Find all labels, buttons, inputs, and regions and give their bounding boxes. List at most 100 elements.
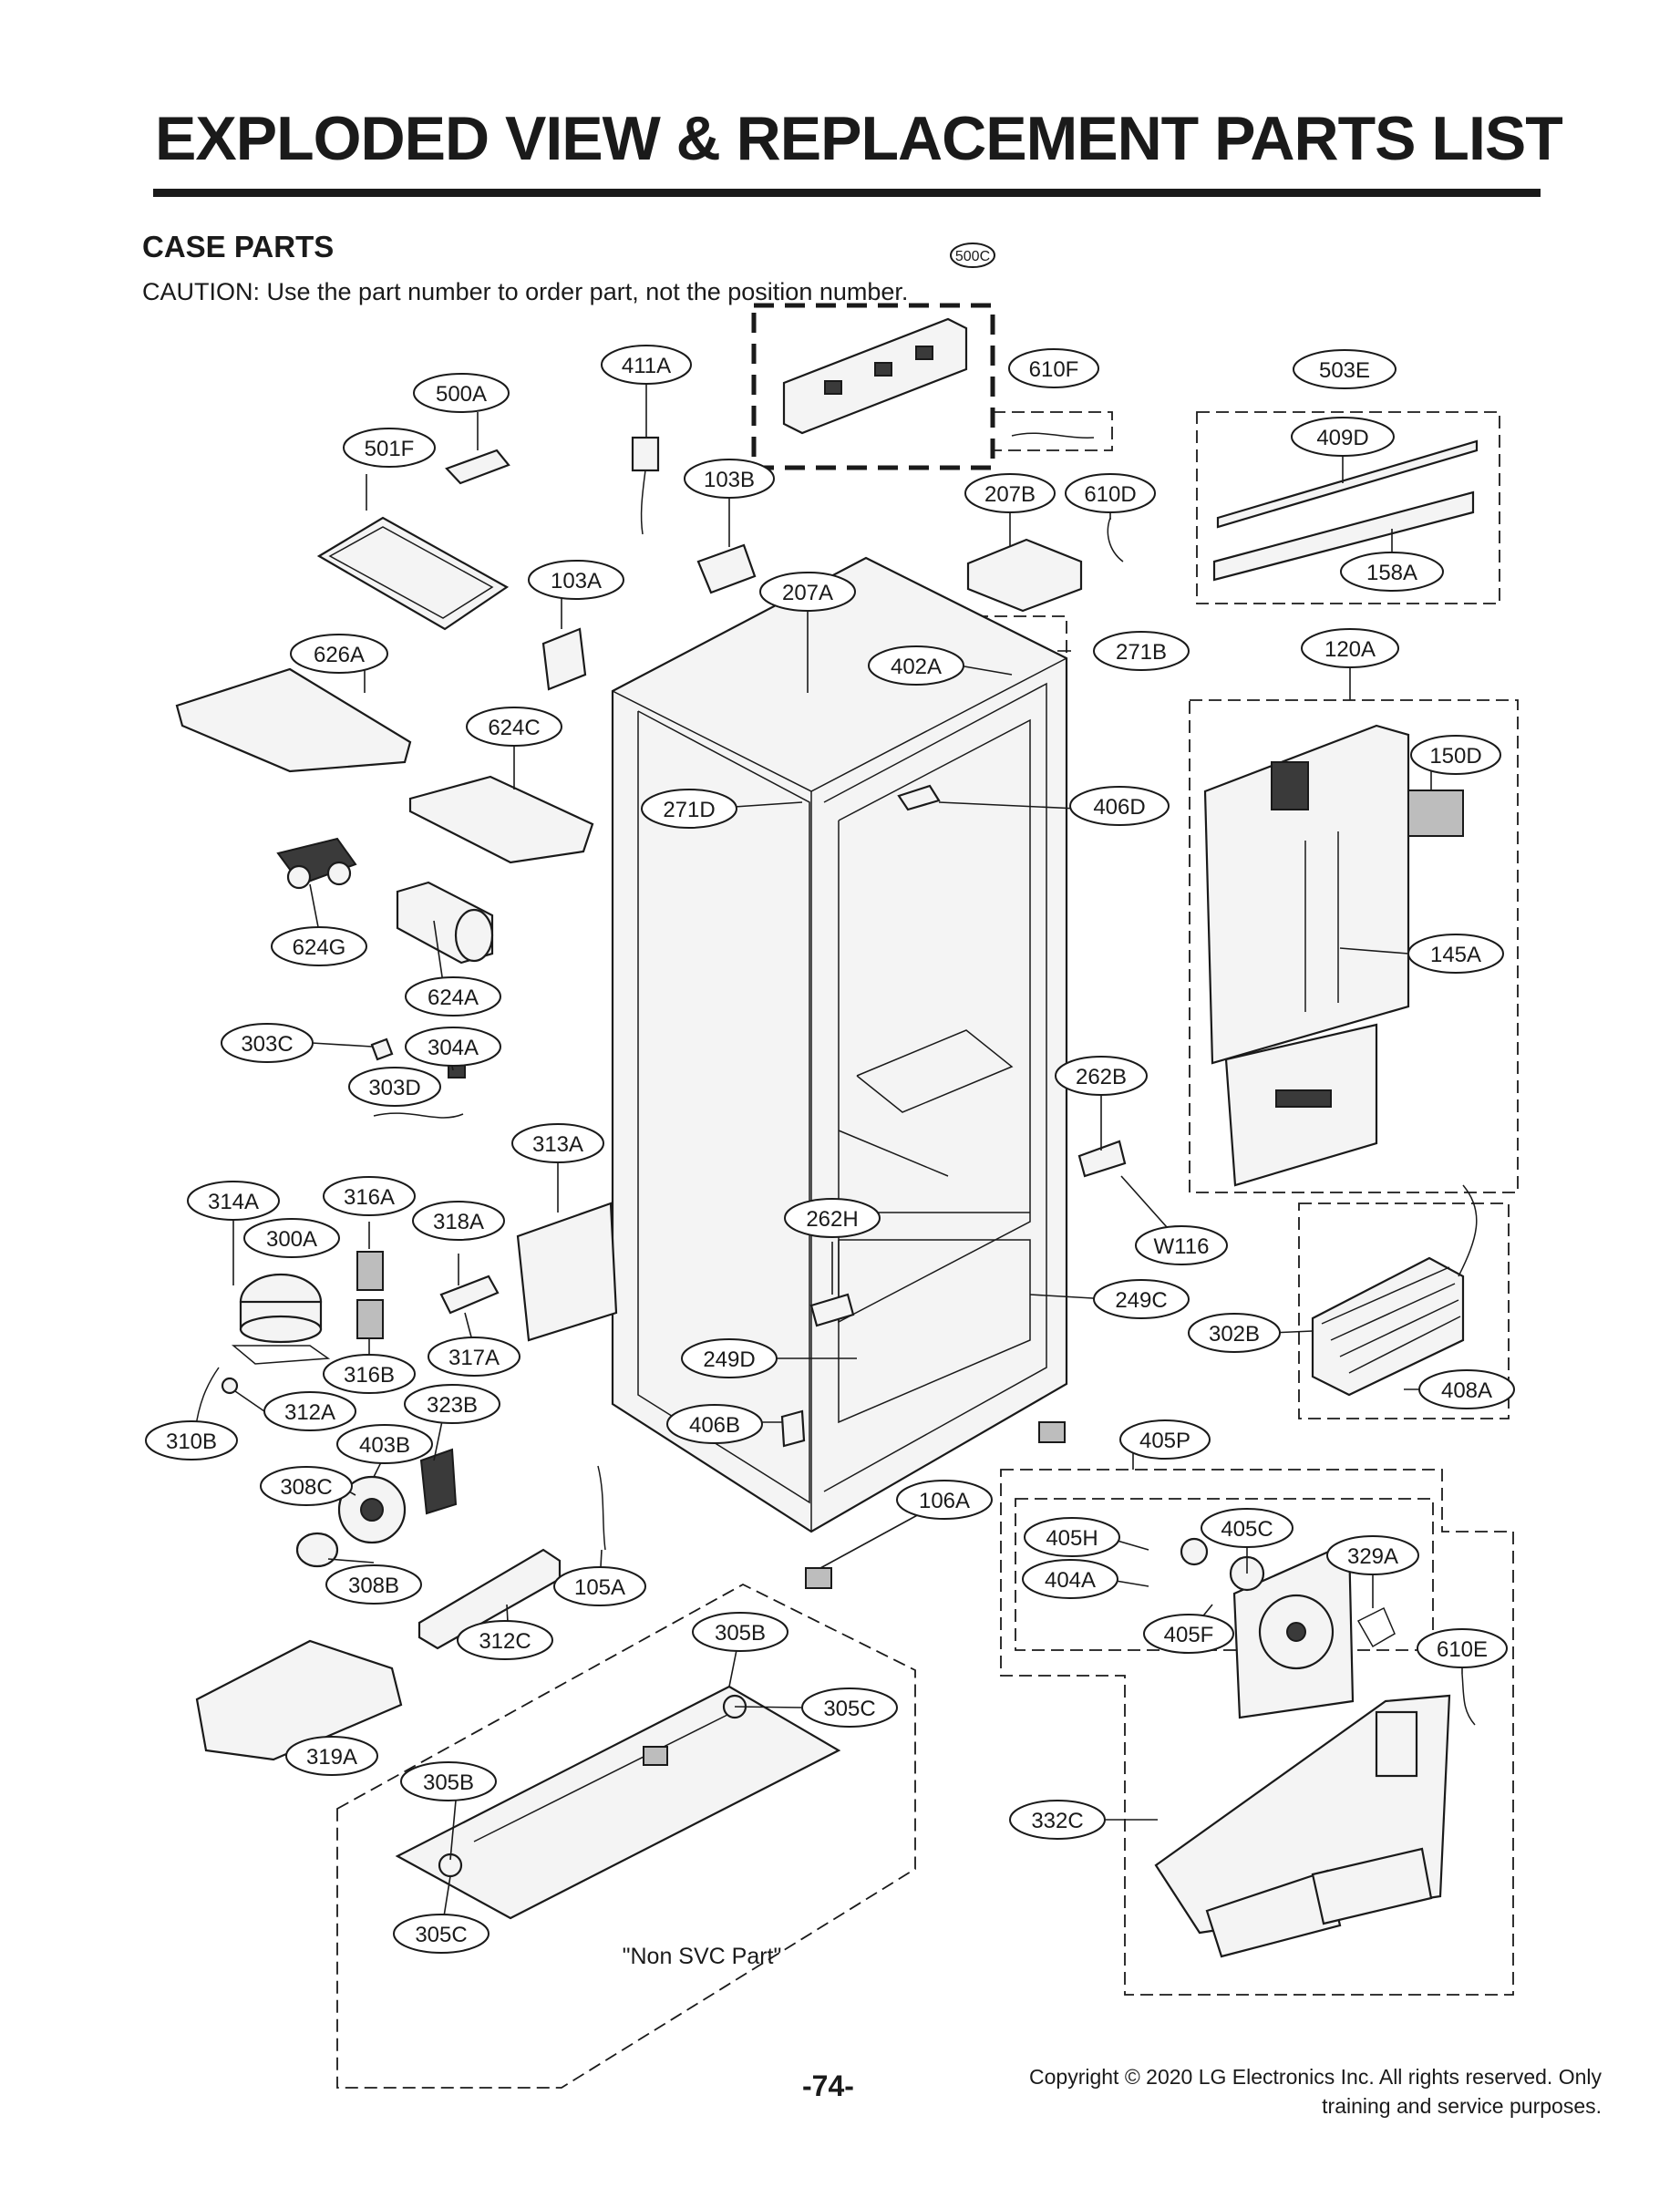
svg-text:312A: 312A xyxy=(284,1400,335,1425)
ice-maker-626a xyxy=(175,667,412,773)
svg-text:624A: 624A xyxy=(428,986,479,1010)
svg-text:158A: 158A xyxy=(1366,561,1417,585)
section-title: CASE PARTS xyxy=(142,230,335,263)
svg-text:302B: 302B xyxy=(1209,1322,1260,1347)
callout-312a: 312A xyxy=(263,1391,356,1431)
callout-145a: 145A xyxy=(1407,934,1504,974)
callout-207b: 207B xyxy=(964,473,1056,513)
grommet-312a xyxy=(221,1377,239,1395)
valve-318a xyxy=(439,1275,500,1315)
fan-assembly xyxy=(1180,1537,1396,1719)
motor-624g xyxy=(276,837,357,890)
compressor-300a xyxy=(231,1273,331,1365)
svg-text:317A: 317A xyxy=(448,1346,500,1370)
svg-text:403B: 403B xyxy=(359,1433,410,1458)
svg-text:W116: W116 xyxy=(1154,1234,1210,1259)
strip-158a xyxy=(1212,490,1475,582)
svg-text:262H: 262H xyxy=(806,1207,858,1232)
callout-207a: 207A xyxy=(759,572,856,612)
callout-249d: 249D xyxy=(681,1338,778,1378)
svg-text:329A: 329A xyxy=(1347,1544,1398,1569)
callout-158a: 158A xyxy=(1340,552,1444,592)
callout-305b-top: 305B xyxy=(692,1612,788,1652)
copyright-line-1: Copyright © 2020 LG Electronics Inc. All… xyxy=(1029,2065,1602,2089)
svg-text:105A: 105A xyxy=(574,1575,625,1600)
callout-409d: 409D xyxy=(1291,417,1395,457)
callout-316a: 316A xyxy=(323,1176,416,1216)
wire-610f xyxy=(1011,432,1095,439)
svg-text:106A: 106A xyxy=(919,1489,970,1513)
callout-411a: 411A xyxy=(601,345,692,385)
callout-262b: 262B xyxy=(1055,1056,1148,1096)
svg-text:332C: 332C xyxy=(1031,1809,1083,1833)
callout-105a: 105A xyxy=(553,1566,646,1606)
svg-text:303D: 303D xyxy=(368,1076,420,1100)
svg-text:626A: 626A xyxy=(314,643,365,667)
duct-207b xyxy=(966,538,1083,613)
svg-text:145A: 145A xyxy=(1430,943,1481,967)
callout-503e: 503E xyxy=(1293,349,1397,389)
svg-text:501F: 501F xyxy=(365,437,415,461)
caution-note: CAUTION: Use the part number to order pa… xyxy=(142,278,909,305)
wire-610d xyxy=(1107,517,1124,562)
svg-text:249D: 249D xyxy=(703,1347,755,1372)
svg-text:120A: 120A xyxy=(1324,637,1376,662)
svg-text:406D: 406D xyxy=(1093,795,1145,820)
pad-150d xyxy=(1407,790,1464,837)
callout-106a: 106A xyxy=(896,1480,993,1520)
svg-text:304A: 304A xyxy=(428,1036,479,1060)
svg-text:150D: 150D xyxy=(1429,744,1481,769)
group-box-408a xyxy=(1298,1202,1510,1419)
svg-text:308B: 308B xyxy=(348,1574,399,1598)
wire-610e xyxy=(1461,1673,1476,1726)
svg-text:610F: 610F xyxy=(1029,357,1079,382)
group-box-120a xyxy=(1189,699,1519,1193)
callout-314a: 314A xyxy=(187,1181,280,1221)
callout-308b: 308B xyxy=(325,1564,422,1605)
callout-624c: 624C xyxy=(466,707,562,747)
svg-text:624G: 624G xyxy=(293,935,346,960)
svg-text:411A: 411A xyxy=(622,354,671,378)
callout-406d: 406D xyxy=(1069,786,1170,826)
cover-103a xyxy=(541,627,587,691)
callout-303d: 303D xyxy=(348,1067,441,1107)
callout-405c: 405C xyxy=(1201,1508,1293,1548)
svg-text:408A: 408A xyxy=(1441,1378,1492,1403)
sensor-303c xyxy=(370,1037,394,1061)
svg-text:409D: 409D xyxy=(1316,426,1368,450)
callout-405f: 405F xyxy=(1143,1614,1234,1654)
page-number: -74- xyxy=(802,2069,854,2102)
svg-text:305C: 305C xyxy=(823,1697,875,1721)
board-500a xyxy=(445,449,510,485)
svg-text:405F: 405F xyxy=(1164,1623,1214,1647)
callout-150d: 150D xyxy=(1410,735,1501,775)
callout-626a: 626A xyxy=(290,634,388,674)
svg-text:103B: 103B xyxy=(704,468,755,492)
callout-318a: 318A xyxy=(412,1201,505,1241)
callout-262h: 262H xyxy=(784,1198,881,1238)
svg-text:500C: 500C xyxy=(955,249,990,264)
bracket-406d xyxy=(897,784,941,811)
callout-610e: 610E xyxy=(1417,1628,1508,1668)
svg-text:314A: 314A xyxy=(208,1190,259,1214)
heater-323b xyxy=(419,1448,458,1515)
callout-402a: 402A xyxy=(868,645,964,686)
group-box-405p xyxy=(1000,1469,1514,1996)
callout-302b: 302B xyxy=(1188,1313,1281,1353)
wire-303d xyxy=(373,1112,464,1119)
leveler-106a xyxy=(805,1421,1066,1589)
callout-271d: 271D xyxy=(641,789,737,829)
callout-500c: 500C xyxy=(950,243,995,268)
group-box-fan xyxy=(1015,1498,1434,1651)
svg-text:305B: 305B xyxy=(423,1770,474,1795)
callout-249c: 249C xyxy=(1093,1279,1190,1319)
callout-w116: W116 xyxy=(1135,1225,1228,1265)
cover-103b xyxy=(696,543,757,594)
callout-624g: 624G xyxy=(271,926,367,966)
cartridge-624a xyxy=(396,881,494,965)
page-title: EXPLODED VIEW & REPLACEMENT PARTS LIST xyxy=(155,104,1563,173)
svg-text:406B: 406B xyxy=(689,1413,740,1438)
svg-text:610D: 610D xyxy=(1084,482,1136,507)
copyright-notice: Copyright © 2020 LG Electronics Inc. All… xyxy=(964,2062,1602,2121)
